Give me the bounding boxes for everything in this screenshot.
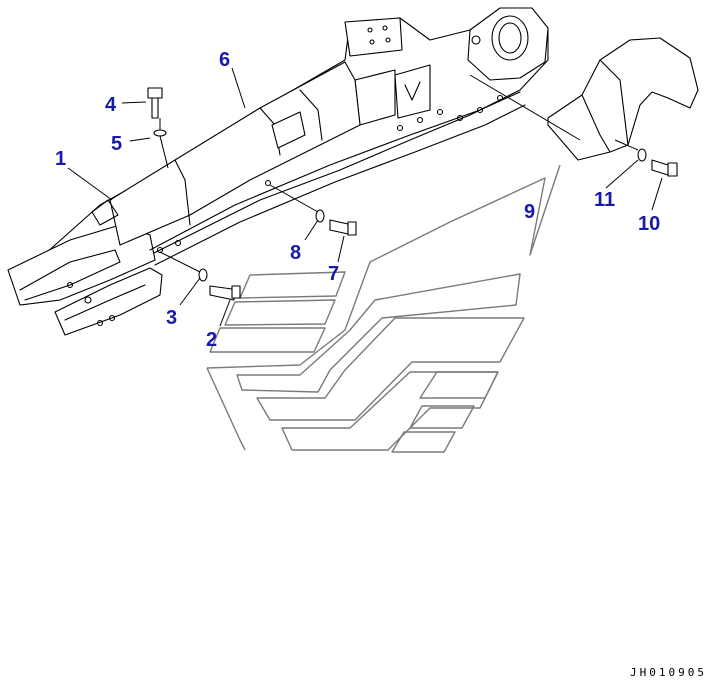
callout-2: 2 bbox=[206, 329, 217, 351]
leader-lines bbox=[67, 67, 663, 327]
fasteners bbox=[147, 87, 678, 301]
cover-assembly bbox=[91, 61, 361, 246]
callouts: 1 2 3 4 5 6 7 8 9 10 11 bbox=[55, 49, 660, 351]
callout-8: 8 bbox=[290, 242, 301, 264]
callout-11: 11 bbox=[594, 189, 615, 211]
decal bbox=[206, 164, 561, 453]
callout-3: 3 bbox=[166, 307, 177, 329]
fender-panel bbox=[547, 37, 699, 161]
drawing-code: JH010905 bbox=[630, 666, 707, 679]
callout-6: 6 bbox=[219, 49, 230, 71]
callout-1: 1 bbox=[55, 148, 66, 170]
frame-assembly bbox=[7, 7, 549, 336]
callout-10: 10 bbox=[638, 213, 660, 235]
callout-5: 5 bbox=[111, 133, 122, 155]
callout-7: 7 bbox=[328, 263, 339, 285]
callout-4: 4 bbox=[105, 94, 117, 116]
callout-9: 9 bbox=[524, 201, 535, 223]
